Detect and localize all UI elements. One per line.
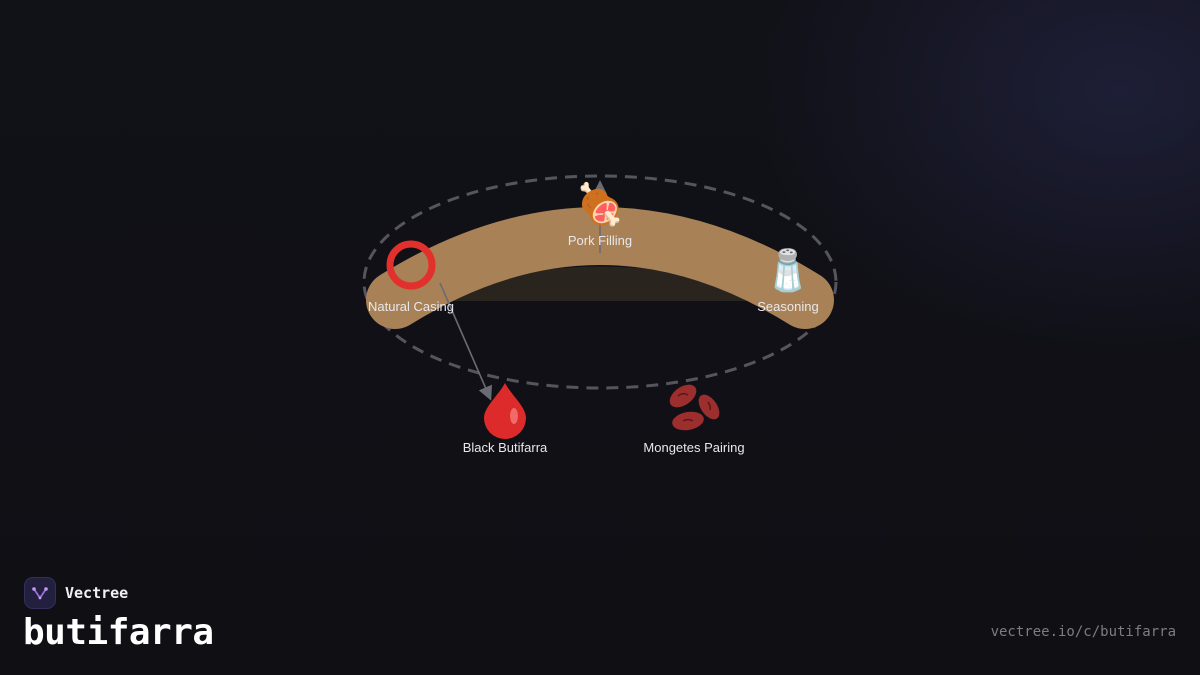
page-title: butifarra <box>23 612 214 653</box>
node-label-natural-casing: Natural Casing <box>368 299 454 314</box>
node-label-mongetes-pairing: Mongetes Pairing <box>643 440 744 455</box>
beans-icon <box>669 384 720 431</box>
node-natural-casing[interactable]: Natural Casing <box>368 240 454 314</box>
brand-name: Vectree <box>65 584 129 602</box>
brand: Vectree <box>24 577 128 609</box>
salt-shaker-icon: 🧂 <box>763 246 813 294</box>
footer-url[interactable]: vectree.io/c/butifarra <box>990 624 1176 640</box>
ring-circle-icon <box>386 240 436 290</box>
blood-drop-highlight <box>510 408 518 424</box>
dashed-orbit-ring <box>362 174 838 390</box>
vectree-logo-icon <box>24 577 56 609</box>
node-black-butifarra[interactable]: Black Butifarra <box>463 383 548 455</box>
node-label-pork-filling: Pork Filling <box>568 233 632 248</box>
node-pork-filling[interactable]: 🍖 Pork Filling <box>568 180 632 248</box>
node-label-black-butifarra: Black Butifarra <box>463 440 548 455</box>
blood-drop-icon <box>484 383 526 439</box>
node-seasoning[interactable]: 🧂 Seasoning <box>757 246 818 314</box>
arrow-to-black-butifarra <box>439 282 493 401</box>
node-mongetes-pairing[interactable]: Mongetes Pairing <box>643 380 745 455</box>
node-label-seasoning: Seasoning <box>757 299 818 314</box>
meat-on-bone-icon: 🍖 <box>575 180 625 230</box>
